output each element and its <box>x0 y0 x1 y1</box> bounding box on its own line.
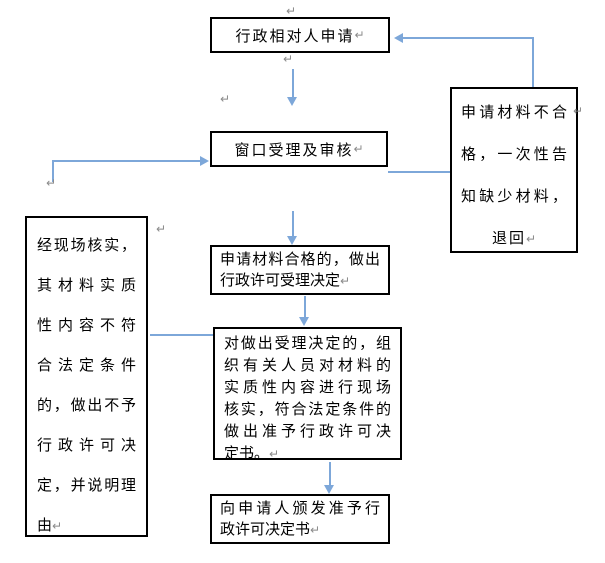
flow-box-rejection-decision: 经现场核实， 其材料实质 性内容不符 合法定条件 的，做出不予 行政许可决 定，… <box>25 216 148 537</box>
flow-box-rejection-decision-line: 经现场核实， <box>37 238 136 254</box>
flow-box-incomplete-materials: 申请材料不合 格，一次性告 知缺少材料， 退回↵ <box>450 87 578 253</box>
paragraph-mark: ↵ <box>46 176 57 190</box>
flow-box-incomplete-materials-line: 知缺少材料， <box>461 189 567 205</box>
flow-box-rejection-decision-line: 性内容不符 <box>37 318 136 334</box>
flow-box-rejection-decision-line: 由↵ <box>37 518 63 534</box>
connector-incomplete-to-applicant-horizontal <box>403 37 534 39</box>
paragraph-mark: ↵ <box>525 232 537 246</box>
paragraph-mark: ↵ <box>286 4 297 18</box>
paragraph-mark: ↵ <box>340 274 351 288</box>
flow-box-rejection-decision-line: 定，并说明理 <box>37 478 136 494</box>
flow-box-rejection-decision-line: 合法定条件 <box>37 358 136 374</box>
flow-box-acceptance-decision-line: 申请材料合格的，做出 <box>220 252 380 268</box>
connector-left-elbow-vertical <box>52 160 54 182</box>
connector-applicant-to-window <box>292 69 294 97</box>
arrow-right-icon <box>200 156 209 166</box>
connector-left-elbow-horizontal <box>52 160 200 162</box>
arrow-down-icon <box>287 97 297 106</box>
flow-box-rejection-decision-line: 其材料实质 <box>37 278 136 294</box>
paragraph-mark: ↵ <box>310 523 321 537</box>
flow-box-onsite-verification-line: 定书。↵ <box>224 446 280 462</box>
flow-box-issue-certificate: 向申请人颁发准予行 政许可决定书↵ <box>210 494 390 544</box>
paragraph-mark: ↵ <box>52 519 63 533</box>
connector-acceptance-to-verification <box>304 296 306 317</box>
flow-box-onsite-verification-line: 实质性内容进行现场 <box>224 380 391 396</box>
flow-box-incomplete-materials-line: 格，一次性告 <box>461 147 567 163</box>
paragraph-mark: ↵ <box>283 52 294 66</box>
paragraph-mark: ↵ <box>353 142 364 156</box>
flow-box-window-review-label: 窗口受理及审核 <box>234 142 354 159</box>
flow-box-acceptance-decision: 申请材料合格的，做出 行政许可受理决定↵ <box>210 245 390 295</box>
connector-verification-to-issue <box>329 462 331 485</box>
arrow-left-icon <box>394 33 403 43</box>
connector-window-to-acceptance <box>292 211 294 236</box>
flow-box-issue-certificate-line: 政许可决定书↵ <box>220 522 321 538</box>
flow-box-applicant-request-label: 行政相对人申请 <box>235 28 355 45</box>
arrow-down-icon <box>287 236 297 245</box>
paragraph-mark: ↵ <box>156 222 167 236</box>
connector-window-to-incomplete <box>388 171 450 173</box>
flow-box-applicant-request: 行政相对人申请↵ <box>210 17 390 53</box>
flow-box-incomplete-materials-line: 申请材料不合 <box>461 105 567 121</box>
flow-box-onsite-verification-line: 织有关人员对材料的 <box>224 358 391 374</box>
connector-incomplete-to-applicant-vertical <box>532 38 534 87</box>
arrow-down-icon <box>299 317 309 326</box>
flow-box-onsite-verification: 对做出受理决定的，组 织有关人员对材料的 实质性内容进行现场 核实，符合法定条件… <box>213 327 402 462</box>
flow-box-acceptance-decision-line: 行政许可受理决定↵ <box>220 273 351 289</box>
flow-box-onsite-verification-line: 对做出受理决定的，组 <box>224 336 391 352</box>
arrow-down-icon <box>324 485 334 494</box>
flow-box-rejection-decision-line: 的，做出不予 <box>37 398 136 414</box>
paragraph-mark: ↵ <box>220 92 231 106</box>
paragraph-mark: ↵ <box>269 447 280 461</box>
flow-box-onsite-verification-line: 核实，符合法定条件的 <box>224 402 391 418</box>
flow-box-window-review: 窗口受理及审核↵ <box>210 131 388 167</box>
paragraph-mark: ↵ <box>354 28 365 42</box>
flow-box-issue-certificate-line: 向申请人颁发准予行 <box>220 501 380 517</box>
flow-box-onsite-verification-line: 做出准予行政许可决 <box>224 424 391 440</box>
connector-rejection-to-verification <box>150 334 213 336</box>
paragraph-mark: ↵ <box>573 104 584 118</box>
flow-box-incomplete-materials-line: 退回↵ <box>491 231 537 247</box>
flow-box-rejection-decision-line: 行政许可决 <box>37 438 136 454</box>
